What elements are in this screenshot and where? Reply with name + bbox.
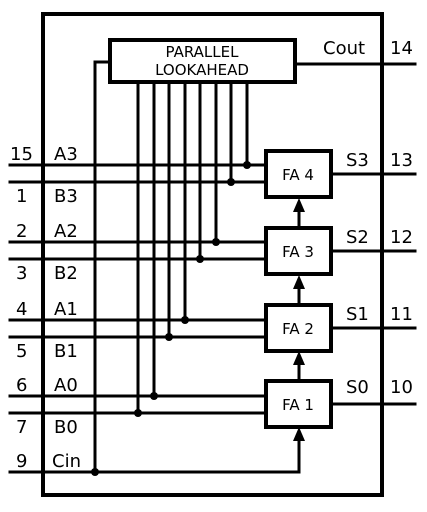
junction-b0 — [134, 409, 142, 417]
signal-cout: Cout — [323, 38, 365, 59]
junction-a1 — [181, 316, 189, 324]
signal-s2: S2 — [346, 227, 369, 248]
signal-a0: A0 — [54, 375, 78, 396]
signal-cin: Cin — [52, 451, 81, 472]
lookahead-label-line2: LOOKAHEAD — [155, 61, 249, 79]
pin-number-a0: 6 — [16, 375, 27, 396]
signal-b3: B3 — [54, 186, 78, 207]
pin-number-cin: 9 — [16, 451, 27, 472]
signal-s1: S1 — [346, 304, 369, 325]
pin-number-b1: 5 — [16, 341, 27, 362]
pin-number-b2: 3 — [16, 263, 27, 284]
lookahead-box — [108, 38, 297, 84]
pin-number-b0: 7 — [16, 417, 27, 438]
junction-b2 — [196, 255, 204, 263]
fa3-label: FA 3 — [282, 243, 314, 261]
fa1-label: FA 1 — [282, 396, 314, 414]
fa3-box — [264, 226, 333, 276]
pin-number-s1: 11 — [390, 304, 413, 325]
junction-a3 — [243, 161, 251, 169]
signal-b1: B1 — [54, 341, 78, 362]
lookahead-block: PARALLEL LOOKAHEAD — [108, 38, 297, 84]
fa4-label: FA 4 — [282, 166, 314, 184]
signal-a3: A3 — [54, 144, 78, 165]
left-pin-numbers: 15 1 2 3 4 5 6 7 9 — [10, 144, 33, 472]
fa2-box — [264, 303, 333, 353]
arrow-into-fa4 — [293, 198, 305, 212]
left-signal-names: A3 B3 A2 B2 A1 B1 A0 B0 Cin — [52, 144, 81, 472]
junction-a2 — [212, 238, 220, 246]
junction-b1 — [165, 333, 173, 341]
signal-s3: S3 — [346, 150, 369, 171]
fa2-block: FA 2 — [264, 303, 333, 353]
fa1-block: FA 1 — [264, 379, 333, 429]
lookahead-label-line1: PARALLEL — [166, 43, 240, 61]
pin-number-s0: 10 — [390, 377, 413, 398]
right-signal-names: Cout S3 S2 S1 S0 — [323, 38, 369, 398]
arrow-into-fa3 — [293, 275, 305, 289]
fa3-block: FA 3 — [264, 226, 333, 276]
signal-b2: B2 — [54, 263, 78, 284]
signal-a1: A1 — [54, 299, 78, 320]
carry-arrows — [293, 198, 305, 441]
fa1-box — [264, 379, 333, 429]
pin-number-s2: 12 — [390, 227, 413, 248]
fa4-box — [264, 149, 333, 199]
pin-number-s3: 13 — [390, 150, 413, 171]
pin-number-a1: 4 — [16, 299, 27, 320]
signal-a2: A2 — [54, 221, 78, 242]
fa4-block: FA 4 — [264, 149, 333, 199]
pin-number-cout: 14 — [390, 38, 413, 59]
junctions — [91, 161, 251, 476]
junction-b3 — [227, 178, 235, 186]
signal-b0: B0 — [54, 417, 78, 438]
fa2-label: FA 2 — [282, 320, 314, 338]
signal-s0: S0 — [346, 377, 369, 398]
junction-cin — [91, 468, 99, 476]
pin-number-a2: 2 — [16, 221, 27, 242]
right-pin-numbers: 14 13 12 11 10 — [390, 38, 413, 398]
arrow-into-fa2 — [293, 351, 305, 365]
wires — [8, 60, 417, 474]
pin-number-a3: 15 — [10, 144, 33, 165]
pin-number-b3: 1 — [16, 186, 27, 207]
junction-a0 — [150, 392, 158, 400]
arrow-into-fa1 — [293, 427, 305, 441]
